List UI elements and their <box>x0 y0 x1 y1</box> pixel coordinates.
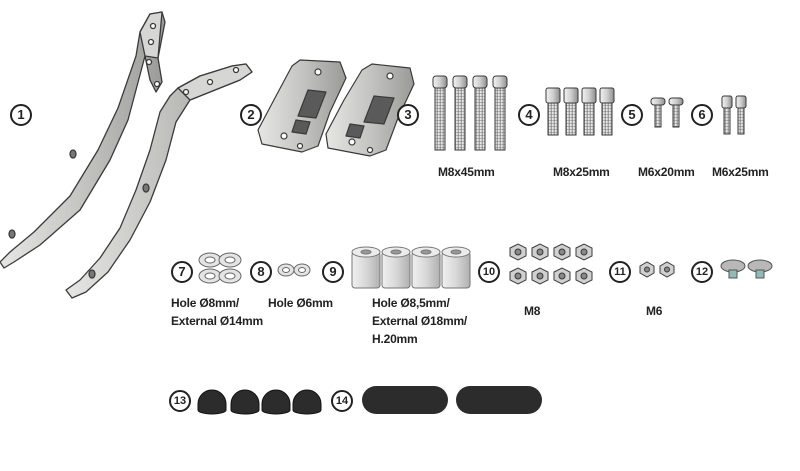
bolt <box>563 87 579 136</box>
part-6-bolts-m6x25 <box>721 95 747 135</box>
bolt <box>599 87 615 136</box>
part-1-brackets <box>0 11 253 299</box>
bolt <box>668 97 684 128</box>
part-11-nuts-m6 <box>639 261 675 278</box>
part-9-label-line-1: Hole Ø8,5mm/ <box>372 296 450 310</box>
nut <box>509 243 527 261</box>
dome-cap <box>230 389 260 415</box>
washer <box>277 263 295 277</box>
part-number-1: 1 <box>10 104 32 126</box>
spacer <box>441 246 471 289</box>
bolt <box>545 87 561 136</box>
bolt <box>650 97 666 128</box>
part-4-bolts-m8x25 <box>545 87 615 136</box>
part-10-label: M8 <box>524 304 541 318</box>
washer <box>198 268 222 284</box>
nut <box>553 243 571 261</box>
spacer <box>351 246 381 289</box>
nut <box>575 267 593 285</box>
washer <box>293 263 311 277</box>
part-7-washers <box>198 252 242 284</box>
part-4-label: M8x25mm <box>553 165 610 179</box>
part-7-label-line-1: Hole Ø8mm/ <box>171 296 240 310</box>
nut <box>509 267 527 285</box>
part-number-9: 9 <box>322 261 344 283</box>
part-3-bolts-m8x45 <box>432 75 508 151</box>
part-2-plates <box>257 59 415 157</box>
part-13-dome-caps <box>197 389 322 415</box>
pad <box>456 386 542 414</box>
part-number-7: 7 <box>171 261 193 283</box>
part-number-11: 11 <box>609 261 631 283</box>
part-5-bolts-m6x20 <box>650 97 684 128</box>
part-12-caps <box>720 259 773 279</box>
nut <box>659 261 675 278</box>
dome-cap <box>292 389 322 415</box>
part-5-label: M6x20mm <box>638 165 695 179</box>
bolt <box>472 75 488 151</box>
spacer <box>411 246 441 289</box>
part-number-4: 4 <box>518 104 540 126</box>
nut <box>639 261 655 278</box>
bolt <box>721 95 733 135</box>
washer <box>198 252 222 268</box>
part-8-label: Hole Ø6mm <box>268 296 333 310</box>
nut <box>531 243 549 261</box>
spacer <box>381 246 411 289</box>
washer <box>218 268 242 284</box>
pad <box>362 386 448 414</box>
part-number-6: 6 <box>691 104 713 126</box>
bolt <box>432 75 448 151</box>
part-11-label: M6 <box>646 304 663 318</box>
part-8-washers <box>277 263 311 277</box>
nut <box>553 267 571 285</box>
washer <box>218 252 242 268</box>
part-number-3: 3 <box>397 104 419 126</box>
part-number-10: 10 <box>478 261 500 283</box>
nut <box>575 243 593 261</box>
part-number-2: 2 <box>240 104 262 126</box>
part-number-13: 13 <box>169 390 191 412</box>
part-number-12: 12 <box>691 261 713 283</box>
cap <box>747 259 773 279</box>
part-9-label-line-3: H.20mm <box>372 332 418 346</box>
part-10-nuts-m8 <box>509 243 593 285</box>
bolt <box>581 87 597 136</box>
bolt <box>452 75 468 151</box>
part-number-5: 5 <box>621 104 643 126</box>
dome-cap <box>197 389 227 415</box>
part-14-pads <box>362 386 542 414</box>
nut <box>531 267 549 285</box>
part-3-label: M8x45mm <box>438 165 495 179</box>
cap <box>720 259 746 279</box>
bolt <box>492 75 508 151</box>
dome-cap <box>261 389 291 415</box>
part-9-label-line-2: External Ø18mm/ <box>372 314 468 328</box>
bolt <box>735 95 747 135</box>
part-9-spacers <box>351 246 471 289</box>
part-6-label: M6x25mm <box>712 165 769 179</box>
part-7-label-line-2: External Ø14mm <box>171 314 263 328</box>
part-number-8: 8 <box>250 261 272 283</box>
part-number-14: 14 <box>331 390 353 412</box>
